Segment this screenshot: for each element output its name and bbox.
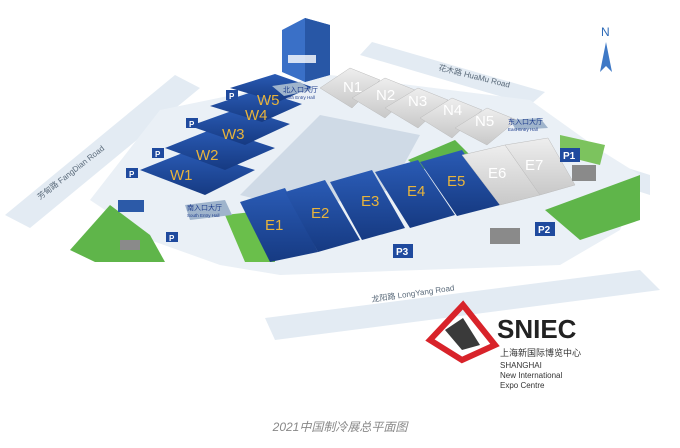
north-entry-hall[interactable]: 北入口大厅 North Entry Hall	[272, 82, 318, 100]
svg-text:P: P	[129, 170, 135, 179]
logo-en2: New International	[500, 371, 562, 380]
hall-e7-label: E7	[525, 157, 543, 174]
hall-e2-label: E2	[311, 205, 329, 222]
svg-text:P: P	[169, 234, 175, 243]
hall-e4[interactable]	[375, 160, 455, 228]
svg-text:P1: P1	[563, 151, 576, 162]
compass: N	[600, 25, 612, 72]
halls-west	[140, 74, 312, 195]
hall-e5-label: E5	[447, 173, 465, 190]
hall-e4-label: E4	[407, 183, 425, 200]
small-building-east	[572, 165, 596, 181]
small-building-south	[490, 228, 520, 244]
hall-e7[interactable]	[504, 137, 576, 196]
hall-w5-label: W5	[257, 92, 280, 109]
hall-e3-label: E3	[361, 193, 379, 210]
map-caption: 2021中国制冷展总平面图	[272, 420, 408, 434]
huamu-road	[360, 42, 545, 105]
parking-p-south[interactable]: P	[166, 232, 178, 243]
site-plan: W1 W2 W3 W4 W5 N1 N2 N3 N4 N5 E1 E2 E3 E…	[5, 18, 660, 390]
svg-text:P: P	[155, 150, 161, 159]
sniec-logo-mark-icon	[425, 300, 500, 364]
hall-n3-label: N3	[408, 93, 427, 110]
logo-en3: Expo Centre	[500, 381, 545, 390]
compass-label: N	[601, 25, 610, 39]
svg-text:P3: P3	[396, 247, 409, 258]
parking-p-w1[interactable]: P	[126, 168, 138, 179]
hall-n4[interactable]	[419, 97, 483, 139]
svg-text:北入口大厅: 北入口大厅	[283, 85, 318, 94]
svg-text:South Entry Hall: South Entry Hall	[187, 213, 220, 218]
logo-en1: SHANGHAI	[500, 361, 542, 370]
hall-n2-label: N2	[376, 87, 395, 104]
parking-p-w5[interactable]: P	[226, 90, 238, 101]
hall-w5[interactable]	[230, 74, 312, 102]
halls-east	[240, 137, 576, 262]
svg-text:南入口大厅: 南入口大厅	[187, 203, 222, 212]
parking-p3[interactable]: P3	[393, 244, 413, 258]
svg-text:P: P	[229, 92, 235, 101]
svg-text:P2: P2	[538, 225, 551, 236]
svg-text:East Entry Hall: East Entry Hall	[508, 127, 538, 132]
green-area-east	[545, 175, 640, 240]
south-entry-hall[interactable]: 南入口大厅 South Entry Hall	[185, 200, 232, 220]
hall-w2[interactable]	[165, 128, 275, 170]
fangdian-road	[5, 75, 200, 228]
svg-text:东入口大厅: 东入口大厅	[508, 117, 543, 126]
hall-w2-label: W2	[196, 147, 219, 164]
parking-p1[interactable]: P1	[560, 148, 580, 162]
small-building-west	[120, 240, 140, 250]
hall-n3[interactable]	[384, 87, 449, 129]
east-entry-hall[interactable]: 东入口大厅 East Entry Hall	[508, 117, 548, 132]
hall-e2[interactable]	[285, 180, 360, 252]
sniec-logo: SNIEC 上海新国际博览中心 SHANGHAI New Internation…	[425, 300, 581, 390]
parking-p-w2[interactable]: P	[152, 148, 164, 159]
info-booth	[118, 200, 144, 212]
svg-text:P: P	[189, 120, 195, 129]
hall-w1-label: W1	[170, 167, 193, 184]
logo-name: SNIEC	[497, 314, 577, 344]
hall-e3[interactable]	[330, 170, 405, 240]
hall-n1-label: N1	[343, 79, 362, 96]
parking-p2[interactable]: P2	[535, 222, 555, 236]
hall-e6-label: E6	[488, 165, 506, 182]
kerry-hotel-tower	[282, 18, 330, 82]
hall-n4-label: N4	[443, 102, 462, 119]
compass-arrow-icon	[600, 42, 612, 72]
hall-n1[interactable]	[319, 67, 381, 109]
hall-e1-label: E1	[265, 217, 283, 234]
svg-text:North Entry Hall: North Entry Hall	[283, 95, 315, 100]
hall-w3-label: W3	[222, 126, 245, 143]
green-area-west	[70, 205, 165, 262]
logo-cn: 上海新国际博览中心	[500, 347, 581, 358]
hall-w4-label: W4	[245, 107, 268, 124]
parking-p-w3[interactable]: P	[186, 118, 198, 129]
hall-e5[interactable]	[420, 150, 500, 216]
hall-n5-label: N5	[475, 113, 494, 130]
hall-e1[interactable]	[240, 188, 318, 262]
